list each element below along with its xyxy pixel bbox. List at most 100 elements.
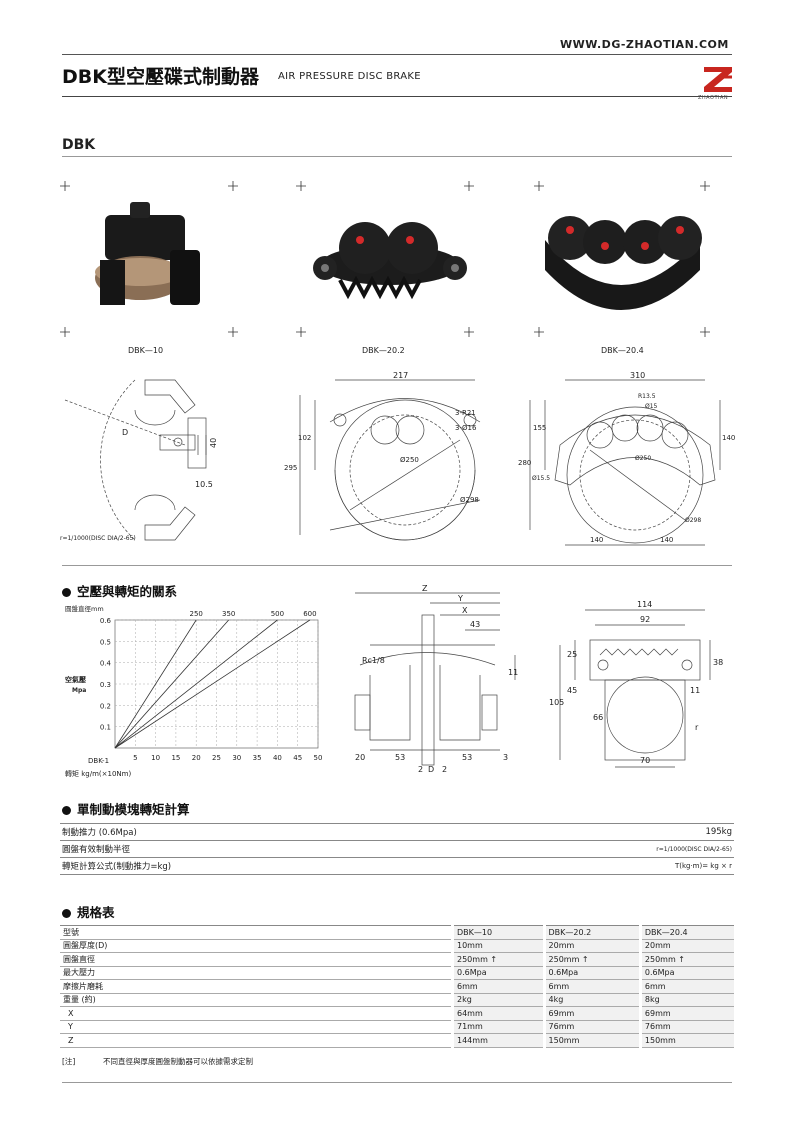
d3-dim-310: 310 [630, 371, 645, 380]
side-dim-43: 43 [470, 620, 480, 629]
calc-row: 轉矩計算公式(制動推力=kg)T(kg·m)= kg × r [60, 857, 734, 875]
spec-cell: 150mm [542, 1033, 641, 1048]
d3-dim-140a: 140 [590, 536, 603, 544]
side-dim-3: 3 [503, 753, 508, 762]
chart-series-line [114, 619, 311, 749]
spec-cell: 10mm [451, 939, 545, 953]
calc-label: 轉矩計算公式(制動推力=kg) [60, 857, 456, 875]
product-photos [60, 181, 710, 337]
bullet-icon [62, 588, 71, 597]
dbk10-photo [95, 202, 200, 305]
section-rule [62, 156, 732, 157]
front-dim-105: 105 [549, 698, 564, 707]
d2-dim-102: 102 [298, 434, 311, 442]
chart-ylabel-1: 空氣壓 [65, 675, 86, 684]
product-caption-dbk202: DBK—20.2 [362, 346, 405, 355]
bullet-icon [62, 806, 71, 815]
front-dim-92: 92 [640, 615, 650, 624]
d3-dim-r135: R13.5 [638, 393, 656, 400]
bullet-icon [62, 909, 71, 918]
chart-x-tick-label: 35 [253, 754, 262, 762]
calc-label: 圓盤有效制動半徑 [60, 840, 456, 858]
chart-x-tick-label: 45 [293, 754, 302, 762]
spec-cell: 71mm [451, 1020, 545, 1034]
side-dim-2b: 2 [442, 765, 447, 774]
d2-dim-298: Ø298 [460, 496, 479, 504]
spec-heading: 規格表 [62, 902, 115, 921]
chart-ylabel-2: Mpa [72, 687, 86, 694]
spec-header-cell: DBK—20.4 [638, 925, 734, 940]
spec-cell: X [60, 1006, 453, 1021]
spec-cell: 最大壓力 [60, 966, 453, 980]
calc-value: 195kg [455, 823, 734, 841]
dbk202-photo [313, 222, 467, 300]
chart-x-tick-label: 10 [151, 754, 160, 762]
front-dim-38: 38 [713, 658, 723, 667]
spec-cell: 圓盤直徑 [60, 952, 453, 967]
logo-text: ZHAOTIAN [698, 95, 729, 101]
d1-formula: r=1/1000(DISC DIA/2-65) [60, 535, 136, 542]
chart-y-tick-label: 0.5 [100, 638, 111, 646]
dbk204-photo [545, 216, 702, 310]
page-subtitle: AIR PRESSURE DISC BRAKE [278, 71, 421, 82]
chart-series-line [114, 619, 229, 749]
chart-x-tick-label: 20 [192, 754, 201, 762]
calc-value: T(kg·m)= kg × r [455, 857, 734, 875]
spec-cell: 重量 (約) [60, 993, 453, 1007]
spec-cell: 150mm [638, 1033, 734, 1048]
chart-series-line [114, 619, 278, 749]
spec-header-row: 型號 DBK—10 DBK—20.2 DBK—20.4 [60, 925, 734, 940]
chart-top-label: 250 [190, 610, 203, 618]
side-dim-D: D [428, 765, 434, 774]
front-view-drawing: 114 92 25 38 45 105 66 11 70 r [549, 600, 723, 768]
front-dim-11: 11 [690, 686, 700, 695]
note-label: [注] [62, 1057, 76, 1066]
d3-dim-298: Ø298 [685, 517, 701, 524]
d3-dim-280: 280 [518, 459, 531, 467]
spec-cell: 76mm [542, 1020, 641, 1034]
spec-header-cell: DBK—20.2 [542, 925, 641, 940]
spec-cell: 2kg [451, 993, 545, 1007]
chart-y-tick-label: 0.3 [100, 681, 111, 689]
calc-label: 制動推力 (0.6Mpa) [60, 823, 456, 841]
spec-cell: 6mm [638, 979, 734, 994]
footer-rule [62, 1082, 732, 1083]
chart-x-tick-label: 15 [171, 754, 180, 762]
d3-dim-250: Ø250 [635, 455, 651, 462]
product-caption-dbk10: DBK—10 [128, 346, 164, 355]
chart-x-tick-label: 30 [232, 754, 241, 762]
side-dim-20: 20 [355, 753, 365, 762]
d3-dim-140: 140 [722, 434, 735, 442]
side-dim-2a: 2 [418, 765, 423, 774]
spec-cell: 69mm [638, 1006, 734, 1021]
chart-y-tick-label: 0.1 [100, 724, 111, 732]
spec-cell: 20mm [542, 939, 641, 953]
spec-cell: 20mm [638, 939, 734, 953]
chart-top-label: 500 [271, 610, 284, 618]
spec-cell: 64mm [451, 1006, 545, 1021]
calc-row: 制動推力 (0.6Mpa)195kg [60, 823, 734, 841]
spec-heading-text: 規格表 [77, 905, 115, 920]
chart-xlabel: 轉矩 kg/m(×10Nm) [65, 769, 131, 778]
d3-dim-hole2: Ø15.5 [532, 475, 550, 482]
spec-cell: 0.6Mpa [542, 966, 641, 980]
front-dim-r: r [695, 723, 699, 732]
side-view-drawing: Z Y X 43 11 Rc1/8 20 53 53 3 2 D 2 [354, 585, 518, 774]
website-url: WWW.DG-ZHAOTIAN.COM [560, 38, 729, 51]
brand-logo [700, 61, 736, 97]
spec-cell: 69mm [542, 1006, 641, 1021]
spec-cell: 6mm [451, 979, 545, 994]
side-dim-X: X [462, 606, 468, 615]
chart-x-tick-label: 5 [133, 754, 137, 762]
chart-x-tick-label: 50 [314, 754, 323, 762]
spec-header-cell: DBK—10 [451, 925, 545, 940]
side-dim-Y: Y [457, 594, 463, 603]
calc-heading: 單制動模塊轉矩計算 [62, 799, 190, 818]
page-title: DBK型空壓碟式制動器 [62, 66, 259, 88]
chart-dia-label: 圓盤直徑mm [65, 604, 104, 613]
